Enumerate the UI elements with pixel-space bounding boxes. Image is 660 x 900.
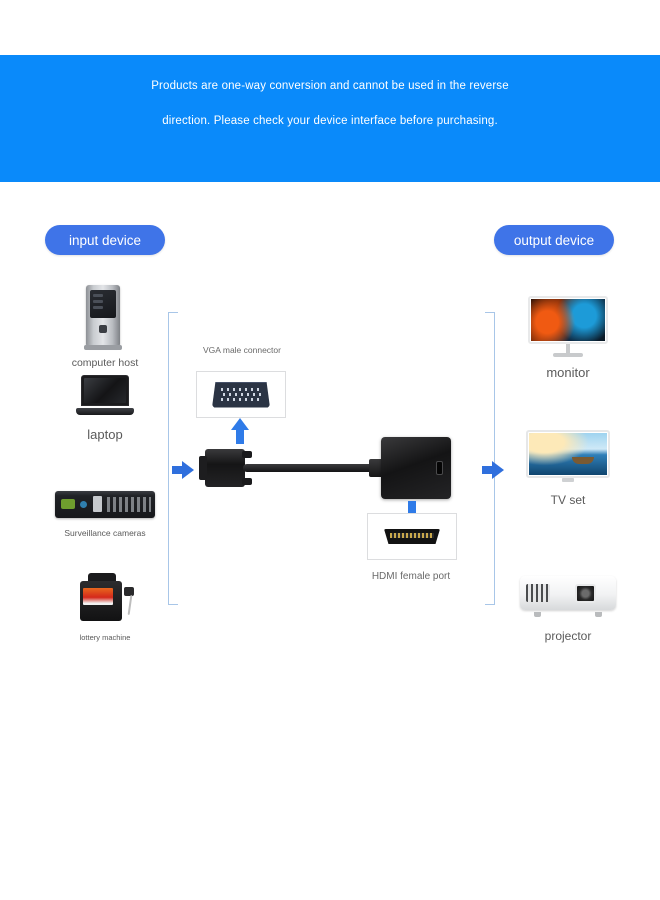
input-device-computer-host: computer host bbox=[45, 285, 165, 369]
input-group-bracket bbox=[168, 312, 178, 605]
adapter-body bbox=[381, 437, 451, 499]
output-device-label-monitor: monitor bbox=[546, 365, 590, 380]
banner-line-1: Products are one-way conversion and cann… bbox=[151, 80, 509, 92]
input-device-laptop: laptop bbox=[45, 375, 165, 442]
output-device-label-projector: projector bbox=[544, 629, 592, 643]
hdmi-port-icon bbox=[384, 529, 440, 544]
dvr-icon bbox=[55, 491, 155, 518]
input-device-pill-label: input device bbox=[68, 232, 142, 248]
hdmi-port-label: HDMI female port bbox=[371, 571, 451, 582]
vga-callout-arrow-icon bbox=[231, 418, 249, 444]
hdmi-port-callout bbox=[367, 513, 457, 560]
output-device-monitor: monitor bbox=[508, 296, 628, 380]
output-flow-arrow-icon bbox=[482, 461, 504, 479]
monitor-icon bbox=[528, 296, 608, 358]
input-device-label-computer-host: computer host bbox=[71, 357, 139, 369]
input-device-label-surveillance-cameras: Surveillance cameras bbox=[64, 528, 146, 538]
projector-icon bbox=[520, 573, 616, 617]
vga-connector-label: VGA male connector bbox=[203, 345, 281, 355]
input-device-surveillance-cameras: Surveillance cameras bbox=[40, 491, 170, 538]
input-flow-arrow-icon bbox=[172, 461, 194, 479]
output-device-pill: output device bbox=[494, 225, 614, 255]
input-device-label-laptop: laptop bbox=[87, 427, 123, 442]
output-group-bracket bbox=[485, 312, 495, 605]
output-device-tv-set: TV set bbox=[508, 430, 628, 507]
lottery-machine-icon bbox=[74, 573, 136, 625]
adapter-vga-male-plug bbox=[199, 449, 252, 487]
input-device-pill: input device bbox=[45, 225, 165, 255]
computer-tower-icon bbox=[84, 285, 124, 350]
banner-line-2: direction. Please check your device inte… bbox=[162, 115, 498, 127]
input-device-label-lottery-machine: lottery machine bbox=[79, 633, 131, 642]
output-device-projector: projector bbox=[508, 573, 628, 643]
output-device-label-tv-set: TV set bbox=[550, 493, 586, 507]
adapter-cable bbox=[243, 464, 381, 472]
notice-banner: Products are one-way conversion and cann… bbox=[0, 55, 660, 182]
adapter-hdmi-slot bbox=[436, 461, 443, 475]
vga-to-hdmi-adapter bbox=[199, 437, 451, 499]
laptop-icon bbox=[76, 375, 134, 415]
vga-connector-callout bbox=[196, 371, 286, 418]
vga-port-icon bbox=[212, 381, 270, 408]
tv-icon bbox=[526, 430, 610, 484]
input-device-lottery-machine: lottery machine bbox=[45, 573, 165, 642]
output-device-pill-label: output device bbox=[513, 232, 595, 248]
